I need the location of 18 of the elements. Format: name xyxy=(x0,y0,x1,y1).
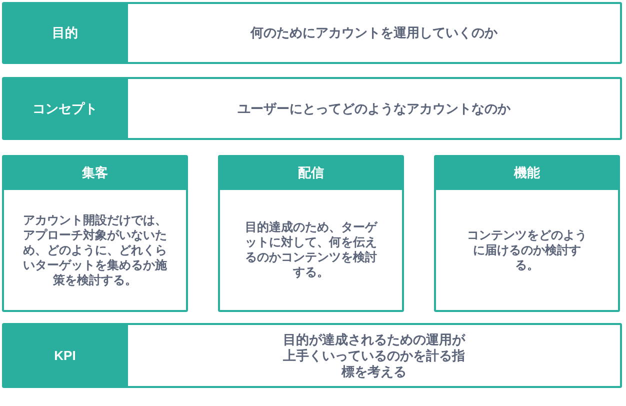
description-text: アカウント開設だけでは、アプローチ対象がいないため、どのように、どれくらいターゲットを集めるか施策を検討する。 xyxy=(22,212,168,288)
category-card xyxy=(218,155,404,312)
heading-label: コンセプト xyxy=(32,100,98,116)
description-text: 目的達成のため、ターゲットに対して、何を伝えるのかコンテンツを検討する。 xyxy=(244,220,378,280)
section-band xyxy=(2,77,622,140)
heading-label: 目的 xyxy=(52,25,78,41)
heading-label: 機能 xyxy=(514,164,540,180)
heading-label: KPI xyxy=(54,348,76,364)
category-card xyxy=(2,155,188,312)
heading-label: 集客 xyxy=(82,164,108,180)
section-band xyxy=(2,2,622,64)
description-text: 目的が達成されるための運用が上手くいっているのかを計る指標を考える xyxy=(282,332,466,380)
heading-label: 配信 xyxy=(298,164,324,180)
section-band xyxy=(2,323,622,388)
description-text: コンテンツをどのように届けるのか検討する。 xyxy=(466,228,588,272)
category-card xyxy=(434,155,620,312)
description-text: ユーザーにとってどのようなアカウントなのか xyxy=(238,100,510,116)
description-text: 何のためにアカウントを運用していくのか xyxy=(250,25,498,41)
